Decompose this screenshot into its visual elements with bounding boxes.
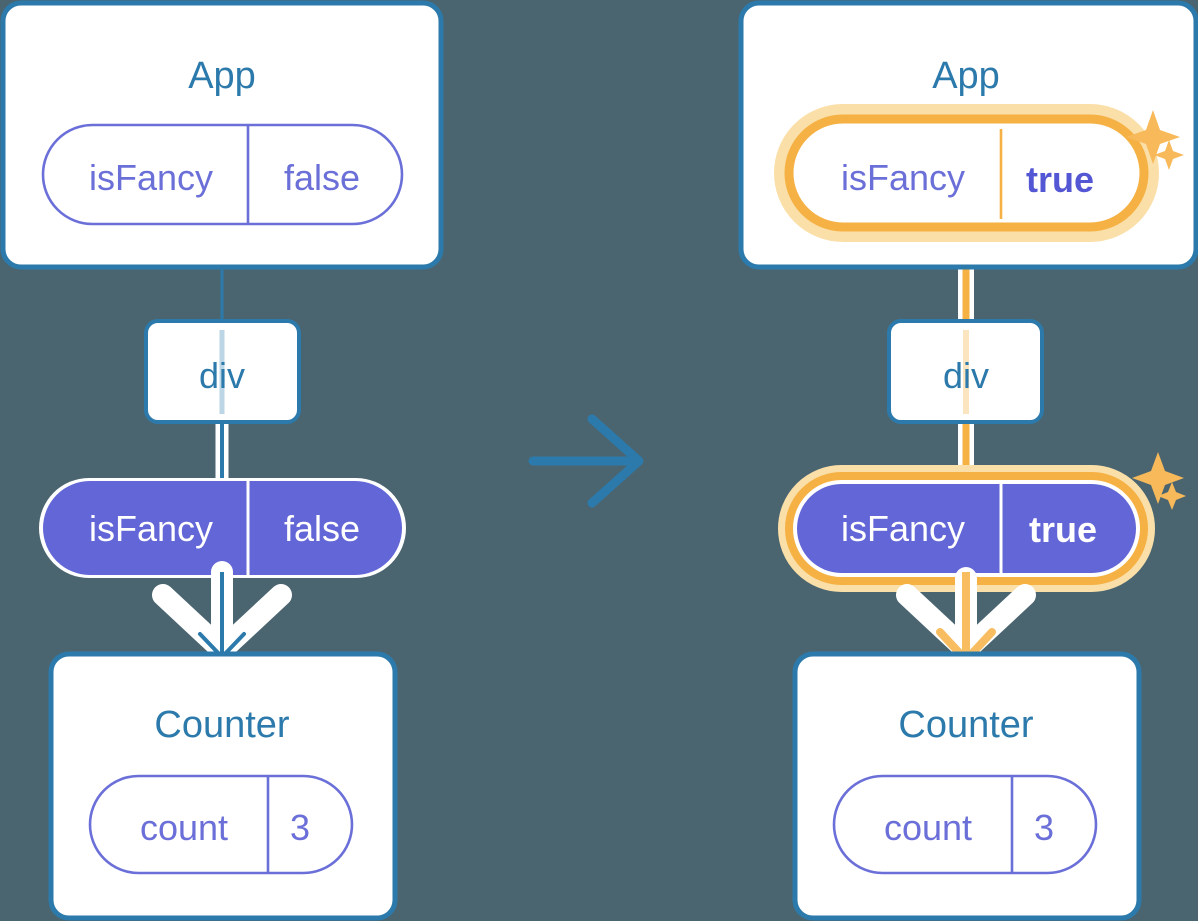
sparkle-icon-props — [1132, 452, 1186, 510]
app-state-pill-name: isFancy — [89, 157, 213, 198]
counter-title: Counter — [154, 704, 290, 746]
app-state-pill-value: false — [284, 157, 360, 198]
counter-state-pill — [88, 774, 354, 875]
panel-after: App isFancy true div isFancy true — [738, 0, 1198, 921]
div-node-label-after: div — [943, 355, 989, 396]
counter-state-pill-name-after: count — [884, 807, 972, 848]
counter-state-pill-after — [832, 774, 1098, 875]
sparkle-icon-app — [1126, 110, 1184, 170]
app-state-pill-glow-after — [774, 104, 1159, 242]
props-pill — [43, 481, 402, 575]
props-pill-value-after: true — [1029, 509, 1097, 550]
app-title-after: App — [932, 55, 1000, 97]
counter-state-pill-value-after: 3 — [1034, 807, 1054, 848]
counter-title-after: Counter — [898, 704, 1034, 746]
props-pill-after — [797, 484, 1136, 573]
app-state-pill-name-after: isFancy — [841, 157, 965, 198]
panel-before: App isFancy false div isFancy false Coun — [0, 0, 444, 921]
app-state-pill-ring-after — [784, 114, 1149, 232]
props-pill-name: isFancy — [89, 508, 213, 549]
app-state-pill — [41, 123, 404, 226]
app-state-pill-value-after: true — [1026, 159, 1094, 200]
transition-arrow-right-icon — [528, 414, 644, 508]
props-pill-name-after: isFancy — [841, 508, 965, 549]
div-node-label: div — [199, 355, 245, 396]
counter-state-pill-value: 3 — [290, 807, 310, 848]
app-title: App — [188, 55, 256, 97]
counter-state-pill-name: count — [140, 807, 228, 848]
props-pill-value: false — [284, 508, 360, 549]
